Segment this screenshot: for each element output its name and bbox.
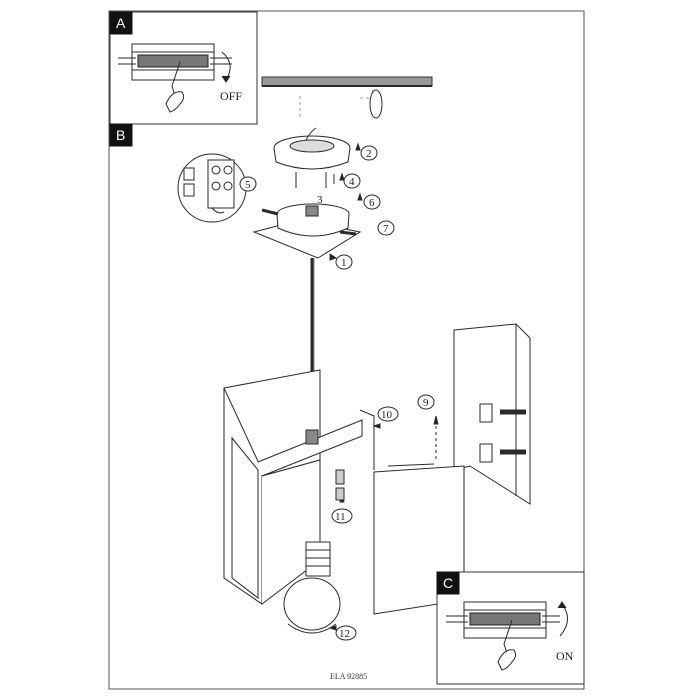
shade-screws bbox=[335, 469, 345, 501]
step-marker-12: 12 bbox=[335, 625, 357, 641]
svg-text:7: 7 bbox=[383, 223, 389, 235]
drill-icon bbox=[299, 89, 380, 121]
step-marker-1: 1 bbox=[335, 254, 353, 270]
section-b-badge bbox=[109, 123, 133, 147]
rotate-off-arrow-icon bbox=[221, 51, 231, 81]
hand-icon-c bbox=[497, 649, 517, 671]
mounting-plate bbox=[252, 203, 362, 259]
ceiling-hatch bbox=[261, 76, 433, 87]
hand-icon bbox=[165, 91, 185, 113]
svg-text:11: 11 bbox=[335, 511, 346, 523]
svg-text:3: 3 bbox=[317, 194, 323, 206]
svg-text:9: 9 bbox=[423, 397, 429, 409]
section-a-panel: A OFF bbox=[109, 11, 258, 125]
step-marker-3: 3 bbox=[317, 194, 323, 206]
step-marker-4: 4 bbox=[343, 173, 361, 189]
svg-text:12: 12 bbox=[339, 628, 350, 640]
svg-text:5: 5 bbox=[245, 179, 251, 191]
step-marker-7: 7 bbox=[377, 220, 395, 236]
lamp-shade-left bbox=[223, 369, 363, 605]
svg-text:4: 4 bbox=[349, 176, 355, 188]
step-marker-11: 11 bbox=[331, 508, 353, 524]
ceiling-canopy bbox=[273, 127, 351, 170]
lamp-shade-right bbox=[359, 323, 531, 615]
terminal-block-c bbox=[446, 601, 560, 657]
terminal-block-a bbox=[118, 43, 232, 101]
section-c-panel: C ON bbox=[436, 571, 585, 685]
light-bulb bbox=[283, 541, 341, 634]
step-marker-5: 5 bbox=[239, 176, 257, 192]
step-marker-10: 10 bbox=[377, 406, 399, 422]
section-a-label: A bbox=[116, 15, 126, 31]
step-marker-6: 6 bbox=[363, 194, 381, 210]
svg-text:1: 1 bbox=[341, 257, 347, 269]
footer-code: ELA 92885 bbox=[330, 672, 367, 681]
screws bbox=[295, 172, 335, 188]
step-marker-2: 2 bbox=[360, 145, 378, 161]
section-b-label: B bbox=[116, 127, 125, 143]
switch-on-label: ON bbox=[556, 649, 574, 663]
svg-text:10: 10 bbox=[381, 409, 393, 421]
section-a-badge bbox=[109, 11, 133, 35]
step-markers: 1 2 3 4 5 6 7 8 9 10 11 12 bbox=[239, 145, 491, 641]
terminal-detail-circle bbox=[177, 153, 247, 223]
step-marker-9: 9 bbox=[417, 394, 435, 410]
clips bbox=[387, 403, 526, 467]
svg-text:6: 6 bbox=[369, 197, 375, 209]
section-c-badge bbox=[436, 571, 460, 595]
page-frame bbox=[108, 10, 585, 690]
switch-off-label: OFF bbox=[220, 89, 242, 103]
section-c-label: C bbox=[443, 575, 453, 591]
svg-text:2: 2 bbox=[366, 148, 372, 160]
